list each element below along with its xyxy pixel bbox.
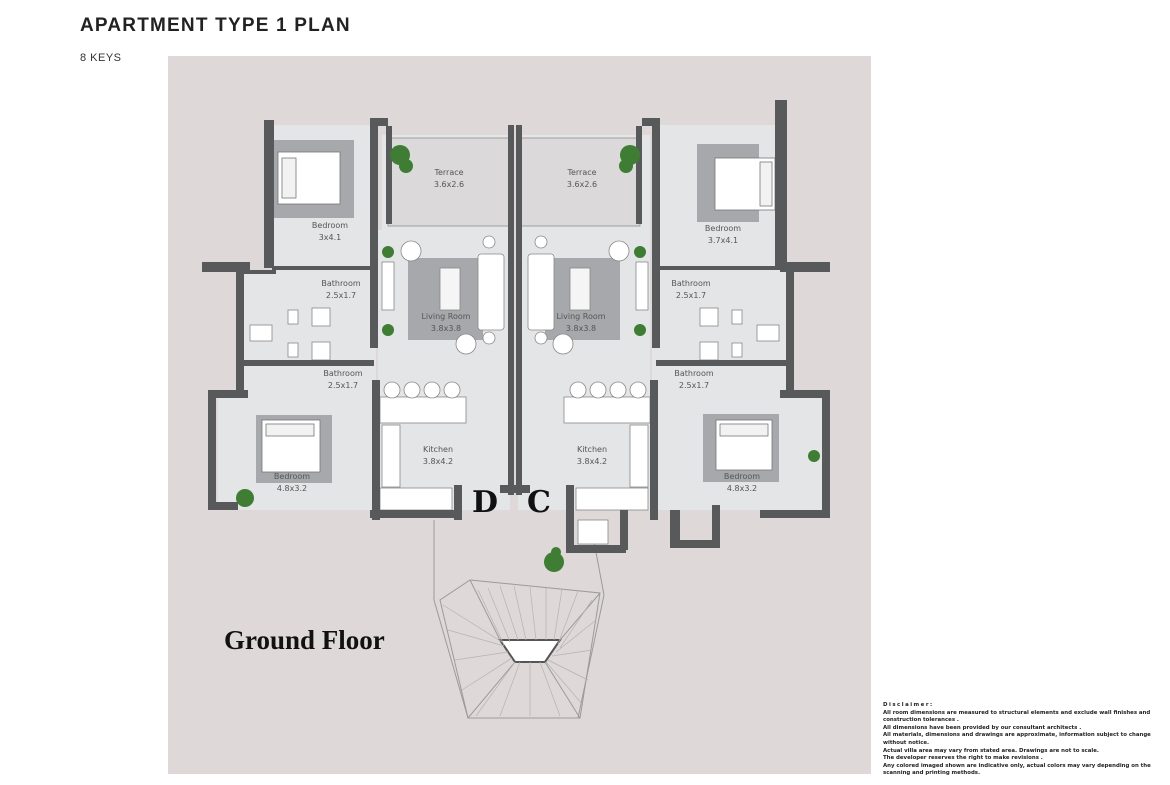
room-name: Bathroom bbox=[321, 279, 361, 288]
room-name: Living Room bbox=[556, 312, 605, 321]
room-size: 3.8x4.2 bbox=[423, 457, 453, 466]
disclaimer-line: Actual villa area may vary from stated a… bbox=[883, 747, 1099, 754]
room-size: 4.8x3.2 bbox=[277, 484, 307, 493]
disclaimer-line: All materials, dimensions and drawings a… bbox=[883, 732, 1151, 746]
room-name: Terrace bbox=[433, 168, 463, 177]
room-name: Bathroom bbox=[674, 369, 714, 378]
room-name: Bedroom bbox=[274, 472, 310, 481]
room-name: Kitchen bbox=[577, 445, 607, 454]
room-size: 2.5x1.7 bbox=[328, 381, 358, 390]
disclaimer-line: All room dimensions are measured to stru… bbox=[883, 709, 1151, 724]
living-furniture bbox=[381, 235, 649, 355]
disclaimer-line: The developer reserves the right to make… bbox=[883, 755, 1043, 762]
room-size: 3.8x3.8 bbox=[566, 324, 596, 333]
room-name: Bathroom bbox=[323, 369, 363, 378]
room-name: Living Room bbox=[421, 312, 470, 321]
unit-label-d: D bbox=[472, 485, 498, 520]
page-subtitle: 8 KEYS bbox=[80, 52, 122, 64]
room-size: 2.5x1.7 bbox=[679, 381, 709, 390]
disclaimer: Disclaimer: All room dimensions are meas… bbox=[883, 702, 1155, 778]
unit-label-c: C bbox=[527, 485, 551, 520]
room-name: Bedroom bbox=[705, 224, 741, 233]
room-size: 3.6x2.6 bbox=[567, 180, 597, 189]
room-size: 2.5x1.7 bbox=[326, 291, 356, 300]
room-size: 3.8x4.2 bbox=[577, 457, 607, 466]
room-name: Bathroom bbox=[671, 279, 711, 288]
room-name: Bedroom bbox=[312, 221, 348, 230]
room-labels: Terrace 3.6x2.6 Terrace 3.6x2.6 Bedroom … bbox=[274, 168, 760, 493]
plants bbox=[236, 145, 820, 572]
room-size: 3.7x4.1 bbox=[708, 236, 738, 245]
kitchen-furniture bbox=[379, 381, 651, 511]
disclaimer-line: Any colored imaged shown are indicative … bbox=[883, 762, 1151, 777]
floor-label: Ground Floor bbox=[224, 625, 385, 655]
disclaimer-title: Disclaimer: bbox=[883, 702, 934, 708]
entrance-stair bbox=[433, 519, 605, 719]
page-title: APARTMENT TYPE 1 PLAN bbox=[80, 15, 351, 36]
disclaimer-line: All dimensions have been provided by our… bbox=[883, 724, 1082, 731]
room-name: Bedroom bbox=[724, 472, 760, 481]
room-size: 3.6x2.6 bbox=[434, 180, 464, 189]
room-name: Terrace bbox=[566, 168, 596, 177]
room-name: Kitchen bbox=[423, 445, 453, 454]
room-size: 3.8x3.8 bbox=[431, 324, 461, 333]
terraces bbox=[387, 137, 641, 227]
beds bbox=[261, 151, 776, 473]
room-size: 3x4.1 bbox=[319, 233, 342, 242]
walls bbox=[202, 100, 830, 553]
room-size: 2.5x1.7 bbox=[676, 291, 706, 300]
room-size: 4.8x3.2 bbox=[727, 484, 757, 493]
